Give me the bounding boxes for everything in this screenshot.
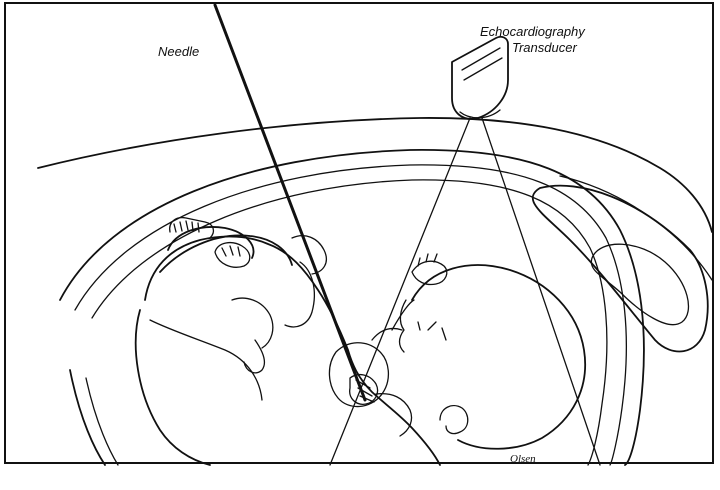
ultrasound-beam-right bbox=[482, 118, 600, 465]
fetal-head bbox=[412, 265, 585, 449]
artist-signature: Olsen bbox=[510, 453, 536, 465]
transducer-body bbox=[452, 37, 508, 119]
fetal-toes-right bbox=[222, 246, 240, 256]
transducer-label-line2: Transducer bbox=[512, 40, 577, 55]
ultrasound-beam-left bbox=[330, 118, 470, 465]
uterine-wall-middle bbox=[75, 165, 626, 465]
needle bbox=[215, 5, 365, 400]
transducer-label-line1: Echocardiography bbox=[480, 24, 586, 39]
fetal-thigh bbox=[160, 235, 292, 272]
fetal-face-profile bbox=[400, 300, 407, 352]
fetal-body bbox=[145, 237, 440, 465]
fetal-buttock bbox=[150, 320, 262, 400]
uterine-wall-outer bbox=[60, 150, 644, 465]
fetal-arm-left bbox=[232, 298, 273, 348]
fetal-ear bbox=[440, 406, 468, 434]
fetal-torso-front bbox=[372, 328, 402, 340]
fetal-back bbox=[136, 310, 210, 465]
maternal-organ-outer bbox=[533, 186, 708, 352]
posterior-wall-inner bbox=[86, 378, 118, 465]
fetal-hand-left bbox=[244, 340, 264, 373]
needle-label: Needle bbox=[158, 44, 199, 59]
fetal-eye bbox=[418, 322, 446, 340]
fetal-calf bbox=[285, 262, 314, 327]
